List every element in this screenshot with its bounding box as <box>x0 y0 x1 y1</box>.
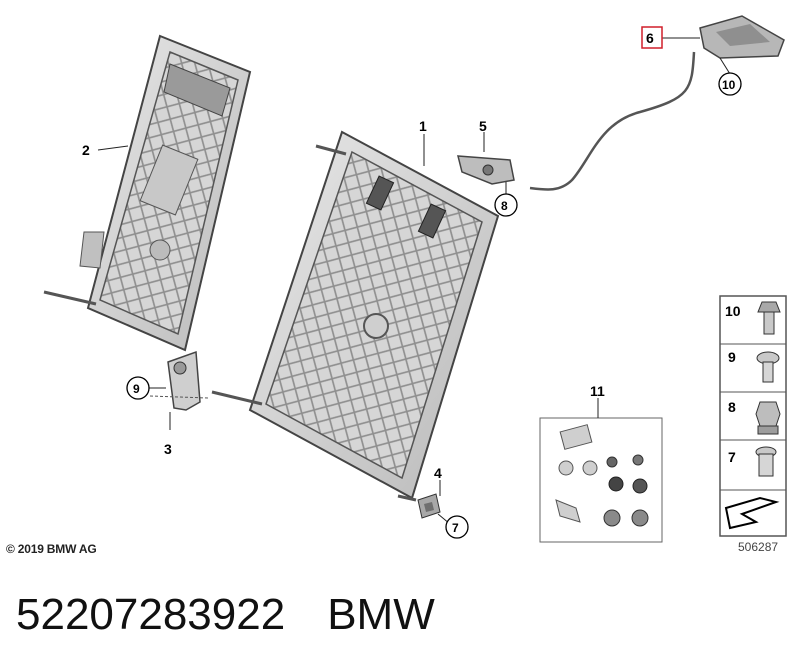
highlight-box <box>641 26 663 49</box>
legend-number-10: 10 <box>725 303 741 319</box>
small-parts-kit <box>539 417 663 543</box>
callout-6: 6 <box>646 30 654 46</box>
part-number: 52207283922 <box>16 590 286 639</box>
hex-nut-icon <box>755 401 781 435</box>
torx-screw-icon <box>756 351 780 383</box>
callout-2: 2 <box>82 142 90 158</box>
callout-9: 9 <box>133 382 140 396</box>
callout-3: 3 <box>164 441 172 457</box>
legend-number-9: 9 <box>728 349 736 365</box>
copyright-notice: © 2019 BMW AG <box>6 542 97 556</box>
callout-4: 4 <box>434 465 442 481</box>
unlocking-handle <box>529 15 785 191</box>
brand-name: BMW <box>327 590 435 639</box>
callout-7: 7 <box>452 521 459 535</box>
release-lock <box>457 155 515 185</box>
hinge-bracket <box>149 350 209 411</box>
fastener-legend: 10 9 8 7 <box>719 295 787 537</box>
callouts: 2 1 5 6 10 8 9 3 4 7 11 <box>82 26 742 539</box>
callout-10: 10 <box>722 78 736 92</box>
diagram-id: 506287 <box>738 540 779 554</box>
callout-1: 1 <box>419 118 427 134</box>
leader-lines <box>97 37 731 525</box>
legend-number-8: 8 <box>728 399 736 415</box>
legend-number-7: 7 <box>728 449 736 465</box>
backrest-frame-main <box>211 130 500 502</box>
stud-bolt-icon <box>755 446 777 477</box>
callout-8: 8 <box>501 199 508 213</box>
callout-11: 11 <box>590 383 605 399</box>
part-caption: 52207283922 BMW <box>16 590 435 640</box>
callout-5: 5 <box>479 118 487 134</box>
small-clip <box>417 493 441 519</box>
backrest-frame-left <box>43 34 252 352</box>
direction-arrow-icon <box>724 496 780 530</box>
flange-screw-icon <box>757 301 781 335</box>
parts-diagram: 10 9 8 7 <box>43 15 787 543</box>
